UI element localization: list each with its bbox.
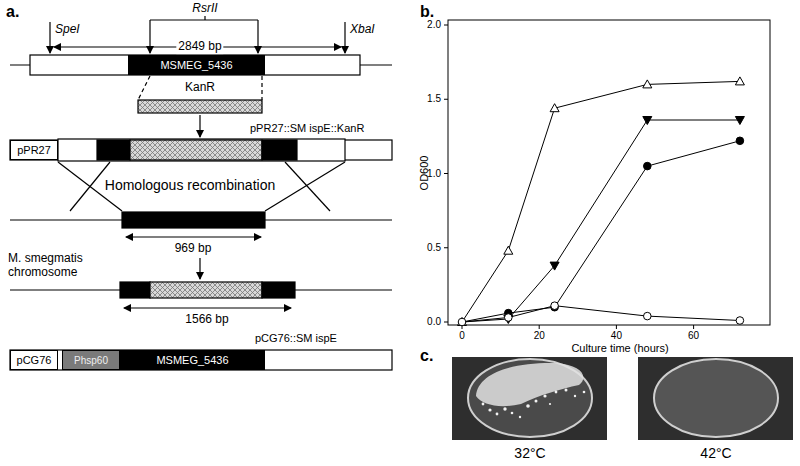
tick-label: 40 — [611, 330, 622, 342]
plate-photo-42 — [638, 357, 793, 440]
plasmid-construct — [10, 139, 392, 161]
complementation-plasmid — [10, 350, 392, 370]
plate-photo-32 — [452, 357, 607, 440]
panel-letter: c. — [420, 347, 433, 365]
restriction-site: RsrII — [192, 2, 217, 16]
dimension-label: 969 bp — [175, 242, 212, 256]
process-label: Homologous recombination — [103, 177, 277, 193]
node-text: Phsp60 — [74, 355, 108, 366]
series-open-circle — [458, 302, 744, 326]
promoter-box: Phsp60 — [62, 350, 120, 370]
condition-label: 42°C — [700, 445, 731, 461]
vector-box: pPR27 — [10, 140, 58, 160]
vector-box: pCG76 — [10, 350, 58, 370]
growth-chart — [444, 20, 770, 329]
node-text: MSMEG_5436 — [156, 354, 228, 366]
panel-letter: b. — [420, 3, 434, 21]
tick-label: 2.0 — [427, 19, 441, 31]
gene-box: MSMEG_5436 — [120, 350, 265, 370]
crossover-lines — [58, 162, 345, 211]
dimension-label: 2849 bp — [176, 40, 223, 54]
tick-label: 0 — [459, 330, 465, 342]
chromosome-label: M. smegmatis chromosome — [8, 252, 100, 280]
series-filled-circle — [505, 137, 744, 317]
tick-label: 1.5 — [427, 94, 441, 106]
locus-map — [10, 16, 392, 137]
series-open-triangle — [458, 77, 745, 326]
tick-label: 60 — [688, 330, 699, 342]
construct-label: pPR27::SM ispE::KanR — [250, 122, 364, 135]
tick-label: 1.0 — [427, 168, 441, 180]
gene-box: MSMEG_5436 — [128, 55, 265, 75]
panel-letter: a. — [6, 3, 19, 21]
cassette-label: KanR — [185, 81, 215, 95]
tick-label: 0.5 — [427, 242, 441, 254]
node-text: MSMEG_5436 — [160, 59, 232, 71]
axis-title: Culture time (hours) — [571, 342, 668, 355]
dimension-label: 1566 bp — [185, 313, 228, 327]
restriction-site: XbaI — [350, 23, 375, 37]
condition-label: 32°C — [514, 445, 545, 461]
restriction-site: SpeI — [55, 23, 80, 37]
tick-label: 20 — [534, 330, 545, 342]
node-text: pPR27 — [17, 144, 51, 156]
series-filled-triangle — [504, 117, 745, 324]
tick-label: 0.0 — [427, 316, 441, 328]
construct-label: pCG76::SM ispE — [255, 332, 337, 345]
node-text: pCG76 — [17, 354, 52, 366]
